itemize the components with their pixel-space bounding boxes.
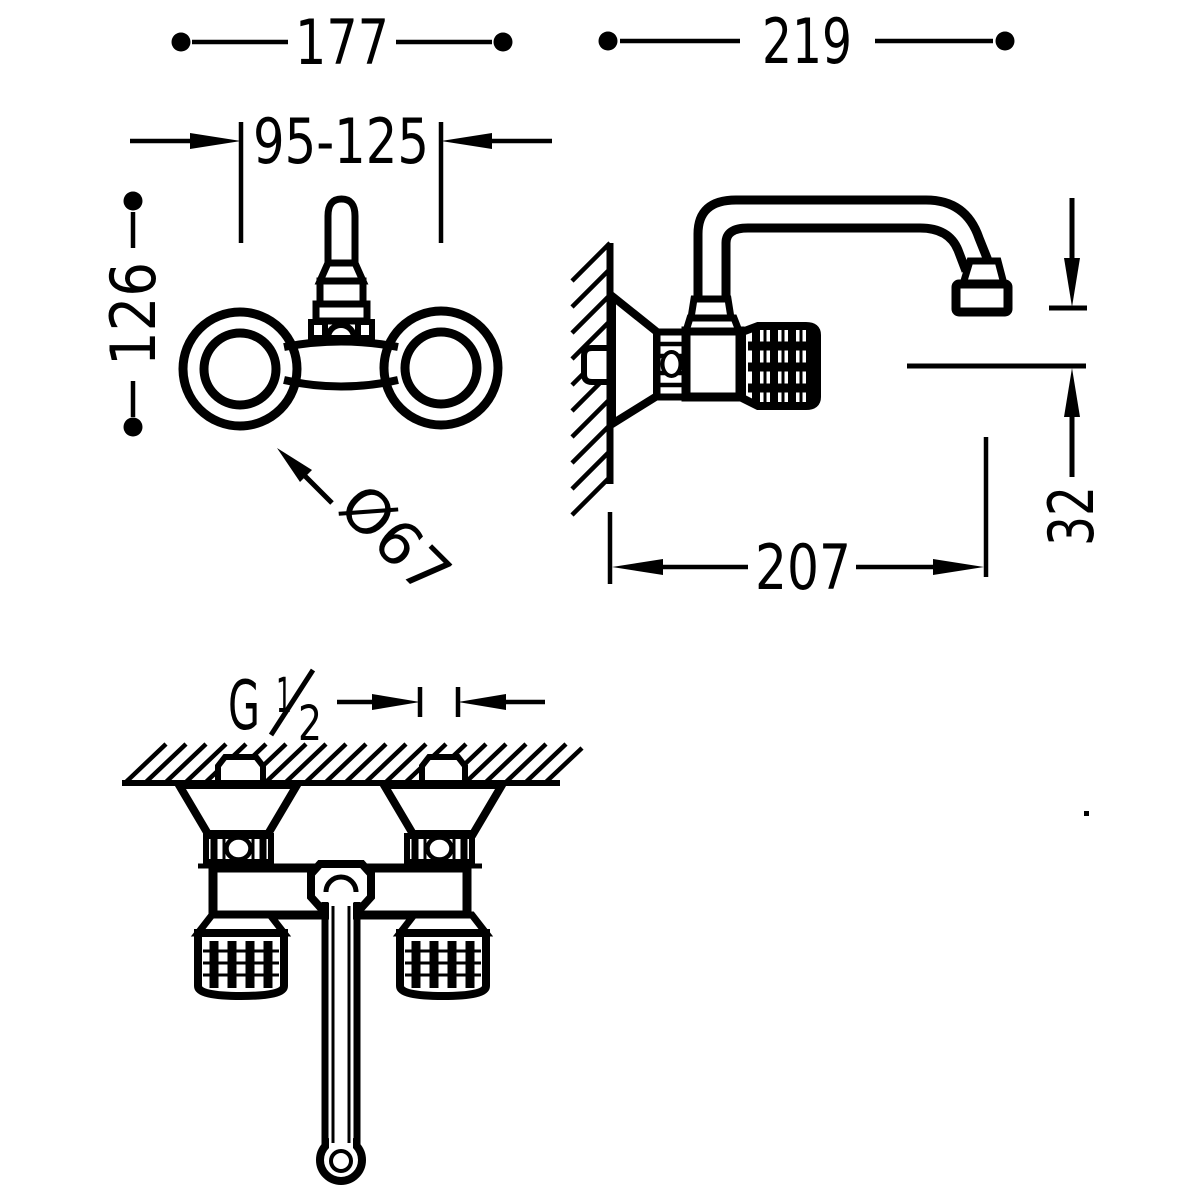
escutcheon-cone — [608, 287, 661, 432]
dim-spout-reach-label: 207 — [755, 531, 851, 604]
dim-dot — [598, 31, 618, 51]
arrowhead-right — [190, 133, 241, 149]
dim-overall-height: 126 — [97, 191, 170, 437]
arrowhead-left — [458, 694, 506, 710]
right-inner-ring — [400, 327, 482, 409]
hatch-stroke — [524, 742, 568, 784]
hatch-stroke — [164, 742, 208, 784]
faucet-top — [171, 781, 510, 1185]
faucet-front — [178, 195, 503, 431]
dim-outlet-offset-label: 32 — [1035, 486, 1108, 546]
arrowhead-right — [372, 694, 420, 710]
spout-inner-edge — [721, 223, 971, 299]
hatch-stroke — [324, 742, 368, 784]
hatch-stroke — [304, 742, 348, 784]
supply-stub-left — [215, 754, 266, 783]
fraction-slash — [268, 668, 316, 737]
dim-hole-spacing-label: 95-125 — [253, 105, 429, 178]
hatch-stroke — [284, 742, 328, 784]
dim-thread-size: G 1 2 — [228, 667, 545, 752]
dim-overall-projection-label: 219 — [762, 5, 852, 78]
hatch-stroke — [464, 742, 508, 784]
dim-hole-spacing: 95-125 — [130, 105, 552, 243]
collar-ball — [224, 835, 253, 862]
spout-stem-tube — [324, 195, 359, 267]
hatch-stroke — [264, 742, 308, 784]
hatch-stroke — [570, 319, 612, 361]
left-escutcheon-ring — [178, 307, 302, 431]
dim-dot — [995, 31, 1015, 51]
hatch-stroke — [144, 742, 188, 784]
stem-dome — [324, 322, 358, 341]
arrowhead-down — [1064, 258, 1080, 307]
arrowhead-right — [933, 559, 984, 575]
collar-ball — [660, 350, 683, 378]
dim-escutcheon-diameter-label: Ø67 — [325, 471, 464, 610]
arrowhead-up — [1064, 368, 1080, 417]
right-escutcheon-ring — [379, 306, 503, 430]
dim-dot — [123, 191, 143, 211]
dim-dot — [171, 32, 191, 52]
top-view: G 1 2 — [122, 667, 584, 1185]
escutcheon-cone-right — [376, 781, 510, 838]
arrowhead-left — [441, 133, 492, 149]
pipe-arc — [323, 874, 359, 893]
hatch-stroke — [570, 293, 612, 335]
hatch-stroke — [570, 475, 612, 517]
faucet-side — [608, 195, 1013, 432]
dim-overall-projection: 219 — [598, 5, 1015, 78]
body-bar-top-edge — [283, 337, 399, 351]
wall-section-side — [570, 241, 614, 517]
swivel-nut — [307, 860, 375, 911]
hatch-stroke — [484, 742, 528, 784]
stray-dot — [1084, 811, 1089, 816]
hatch-stroke — [570, 423, 612, 465]
supply-stub-right — [419, 754, 468, 783]
dim-dot — [493, 32, 513, 52]
valve-body — [681, 326, 745, 402]
dim-spout-reach: 207 — [607, 437, 989, 604]
hatch-stroke — [570, 449, 612, 491]
dim-outlet-offset: 32 — [907, 363, 1108, 546]
thread-denominator-label: 2 — [298, 696, 322, 752]
hatch-stroke — [364, 742, 408, 784]
thread-letter-label: G — [228, 667, 260, 746]
hatch-stroke — [570, 241, 612, 283]
hatch-stroke — [344, 742, 388, 784]
body-bar-fill — [294, 341, 388, 387]
dim-overall-width: 177 — [171, 6, 513, 79]
aerator-block — [951, 279, 1013, 317]
dim-dot — [123, 417, 143, 437]
riser-flange-lower — [681, 314, 745, 335]
spout-outer-edge — [693, 195, 996, 299]
leader-arrowhead — [277, 448, 312, 482]
wall-section-top — [122, 742, 584, 786]
dim-overall-width-label: 177 — [295, 6, 389, 79]
hatch-stroke — [184, 742, 228, 784]
stem-flange-right — [355, 319, 375, 341]
escutcheon-cone-left — [171, 781, 305, 838]
hatch-stroke — [124, 742, 168, 784]
collar-ball — [425, 835, 454, 862]
hatch-stroke — [384, 742, 428, 784]
side-view: 219 — [570, 5, 1108, 604]
hatch-stroke — [570, 267, 612, 309]
stem-block-lower — [312, 300, 371, 325]
supply-stub — [581, 345, 610, 385]
hatch-stroke — [504, 742, 548, 784]
dim-overall-height-label: 126 — [97, 262, 170, 366]
stem-flange-left — [308, 319, 328, 341]
front-view: 177 95-125 126 — [97, 6, 552, 610]
arrowhead-left — [612, 559, 663, 575]
left-inner-ring — [199, 328, 281, 410]
dim-escutcheon-diameter: Ø67 — [277, 448, 464, 610]
dim-spout-drop — [1049, 198, 1087, 311]
spout-end-inner — [329, 1149, 353, 1173]
hatch-stroke — [544, 746, 584, 784]
hatch-stroke — [570, 397, 612, 439]
